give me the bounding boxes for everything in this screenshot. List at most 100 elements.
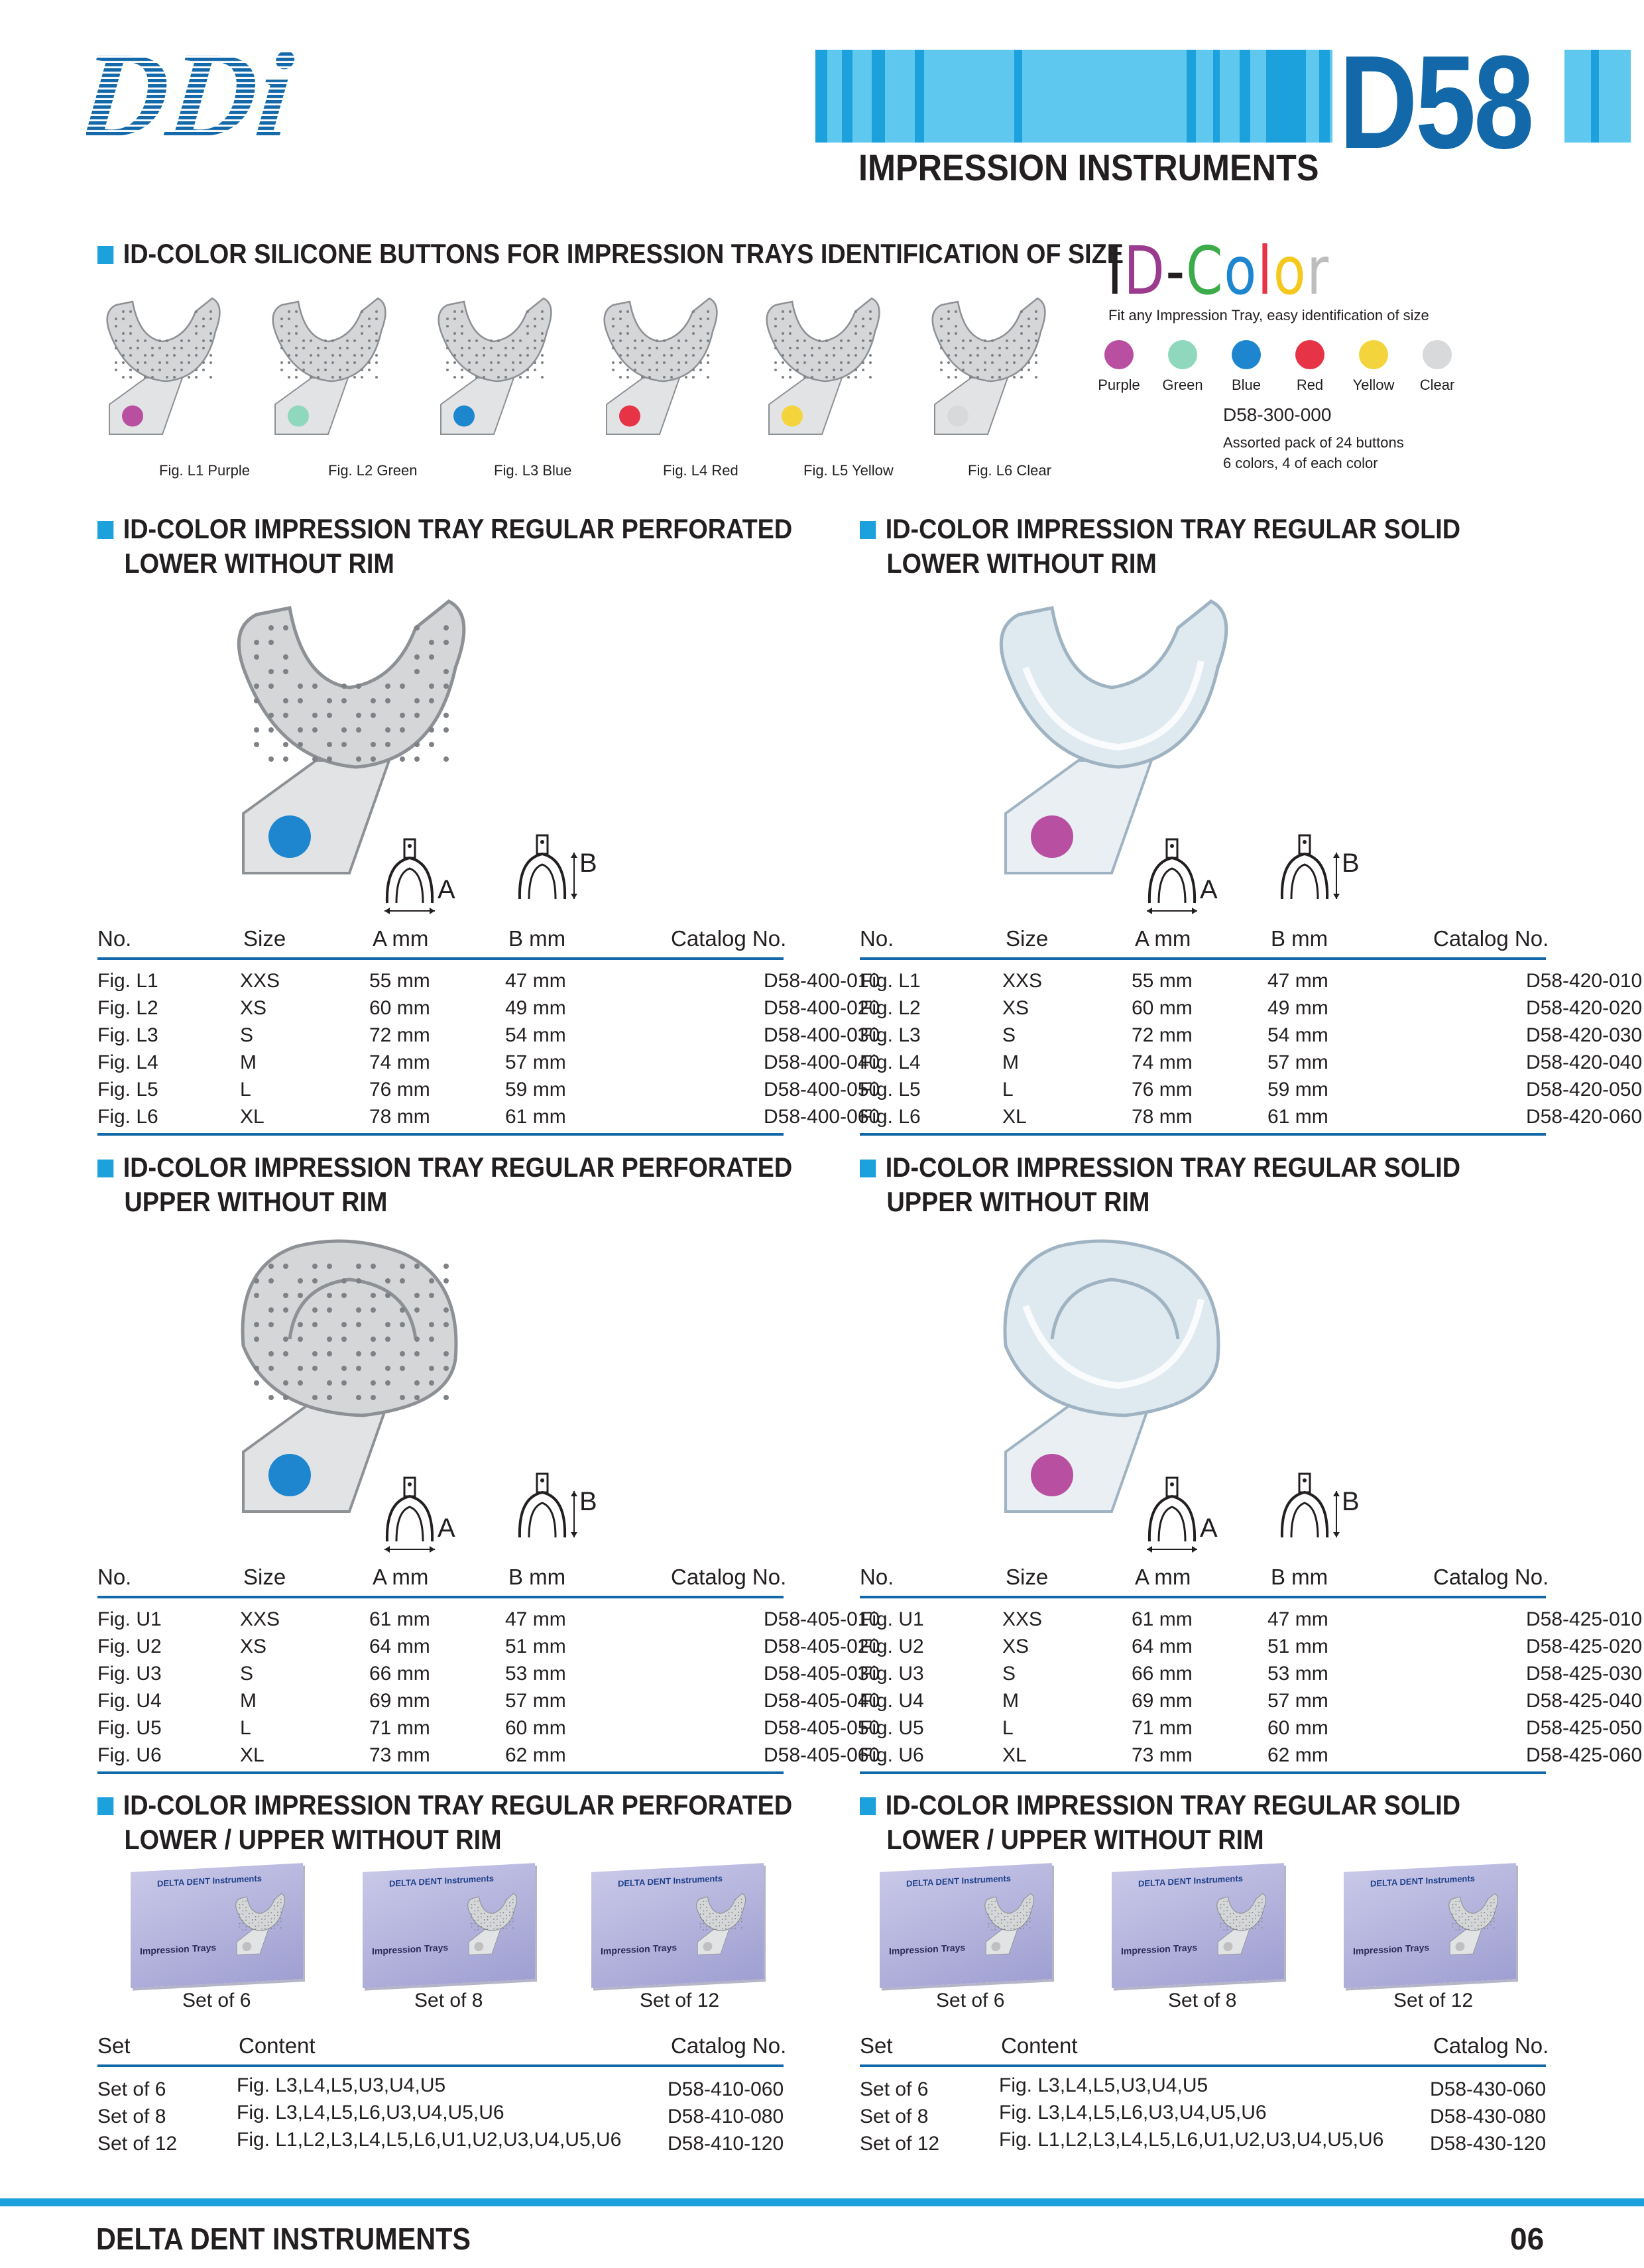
pack-desc-line: Assorted pack of 24 buttons: [1223, 434, 1404, 451]
table-cell: XL: [1002, 1744, 1027, 1766]
pack-description: Assorted pack of 24 buttons 6 colors, 4 …: [1223, 432, 1404, 473]
set-caption: Set of 8: [1168, 1990, 1237, 2011]
id-color-button: [453, 405, 475, 427]
table-cell: D58-420-010: [1526, 970, 1643, 992]
table-cell: Fig. L2: [860, 997, 921, 1019]
dimension-letter: B: [1342, 849, 1360, 878]
table-cell: Fig. U4: [860, 1690, 924, 1712]
set-caption: Set of 12: [640, 1990, 720, 2011]
table-header-cell: No.: [860, 926, 894, 951]
table-cell: D58-400-030: [764, 1024, 880, 1046]
footer-company: DELTA DENT INSTRUMENTS: [96, 2222, 471, 2256]
table-header-cell: Catalog No.: [671, 926, 787, 951]
table-cell: Fig. U6: [97, 1744, 162, 1766]
section-title-line: ID-COLOR IMPRESSION TRAY REGULAR SOLID: [885, 1152, 1461, 1183]
table-bottom-rule: [860, 1133, 1546, 1136]
table-cell: 57 mm: [1267, 1051, 1328, 1073]
color-swatch-dot: [1232, 340, 1261, 369]
color-swatch-label: Red: [1296, 377, 1324, 393]
id-color-button: [703, 1942, 713, 1952]
table-cell: 73 mm: [369, 1744, 430, 1766]
table-header-cell: B mm: [508, 926, 566, 951]
table-cell: D58-420-060: [1526, 1106, 1643, 1128]
table-header-cell: Size: [1006, 926, 1049, 951]
color-swatch-dot: [1359, 340, 1388, 369]
table-cell: D58-420-030: [1526, 1024, 1643, 1046]
table-cell: D58-420-050: [1526, 1079, 1643, 1101]
section-title-line: ID-COLOR IMPRESSION TRAY REGULAR PERFORA…: [123, 1789, 793, 1820]
table-cell: Fig. U2: [860, 1636, 924, 1657]
tray-figure: [1003, 1239, 1220, 1513]
table-cell: D58-400-040: [764, 1051, 880, 1073]
table-cell: D58-425-060: [1526, 1744, 1643, 1766]
table-cell: 72 mm: [1132, 1024, 1193, 1046]
table-header-cell: Size: [243, 1565, 286, 1589]
figure-caption: Fig. L6 Clear: [968, 462, 1051, 479]
table-cell: Fig. L3,L4,L5,U3,U4,U5: [999, 2074, 1208, 2096]
table-cell: D58-425-010: [1526, 1608, 1643, 1630]
page-number: 06: [1510, 2222, 1545, 2256]
dimension-b-icon: B: [505, 1471, 597, 1551]
table-cell: Set of 12: [860, 2133, 940, 2155]
id-color-letter: l: [1257, 232, 1273, 310]
table-cell: 53 mm: [1267, 1663, 1328, 1685]
box-name: Impression Trays: [889, 1942, 966, 1957]
table-header-cell: Catalog No.: [1433, 926, 1549, 951]
dimension-letter: B: [579, 1487, 597, 1516]
section-title-line: LOWER / UPPER WITHOUT RIM: [124, 1824, 502, 1855]
table-cell: 59 mm: [505, 1079, 566, 1101]
box-name: Impression Trays: [601, 1942, 677, 1957]
id-color-button: [474, 1942, 484, 1952]
table-cell: XXS: [1002, 970, 1043, 992]
table-header-cell: Catalog No.: [671, 1565, 787, 1589]
table-header-rule: [860, 957, 1546, 960]
dimension-letter: B: [1342, 1487, 1360, 1516]
table-cell: XXS: [240, 1608, 280, 1630]
table-cell: Fig. L6: [97, 1106, 158, 1128]
dimension-b-icon: B: [505, 833, 597, 912]
table-header-cell: No.: [860, 1565, 894, 1589]
table-cell: 54 mm: [505, 1024, 566, 1046]
table-cell: 57 mm: [505, 1690, 566, 1712]
table-header-cell: Catalog No.: [1433, 1565, 1549, 1589]
small-tray-figure: [272, 297, 386, 435]
table-cell: XL: [240, 1744, 264, 1766]
id-color-letter: o: [1224, 232, 1258, 310]
table-cell: Set of 12: [97, 2133, 178, 2155]
table-cell: Fig. L4: [97, 1051, 158, 1073]
table-cell: D58-410-060: [668, 2078, 784, 2100]
table-cell: XL: [1002, 1106, 1027, 1128]
table-cell: XS: [1002, 1636, 1029, 1657]
section-title-line: LOWER / UPPER WITHOUT RIM: [886, 1824, 1264, 1855]
color-swatch-label: Green: [1162, 377, 1203, 393]
color-swatch-label: Yellow: [1352, 377, 1395, 393]
table-header-cell: Set: [97, 2033, 131, 2058]
section-marker: [860, 521, 876, 539]
id-color-button: [782, 405, 803, 427]
table-header-cell: Size: [1006, 1565, 1049, 1589]
table-cell: 71 mm: [1132, 1717, 1193, 1739]
table-cell: XXS: [240, 970, 280, 992]
table-cell: M: [1002, 1690, 1019, 1712]
table-cell: 57 mm: [505, 1051, 566, 1073]
table-header-rule: [860, 2064, 1546, 2067]
box-tray-icon: [984, 1893, 1035, 1956]
id-color-letter: D: [1124, 232, 1166, 310]
section-title-line: UPPER WITHOUT RIM: [886, 1186, 1150, 1217]
figure-caption: Fig. L2 Green: [328, 462, 418, 479]
table-cell: D58-430-120: [1430, 2133, 1547, 2155]
table-cell: 61 mm: [1267, 1106, 1328, 1128]
footer-bar: [0, 2198, 1644, 2206]
table-cell: Fig. L3: [860, 1024, 921, 1046]
table-cell: 47 mm: [505, 970, 566, 992]
table-cell: Fig. L2: [97, 997, 158, 1019]
table-cell: Set of 8: [97, 2106, 166, 2127]
id-color-button: [1031, 815, 1073, 858]
box-tray-icon: [1448, 1893, 1499, 1956]
table-cell: 60 mm: [369, 997, 430, 1019]
table-cell: 64 mm: [369, 1636, 430, 1657]
table-cell: D58-400-050: [764, 1079, 880, 1101]
